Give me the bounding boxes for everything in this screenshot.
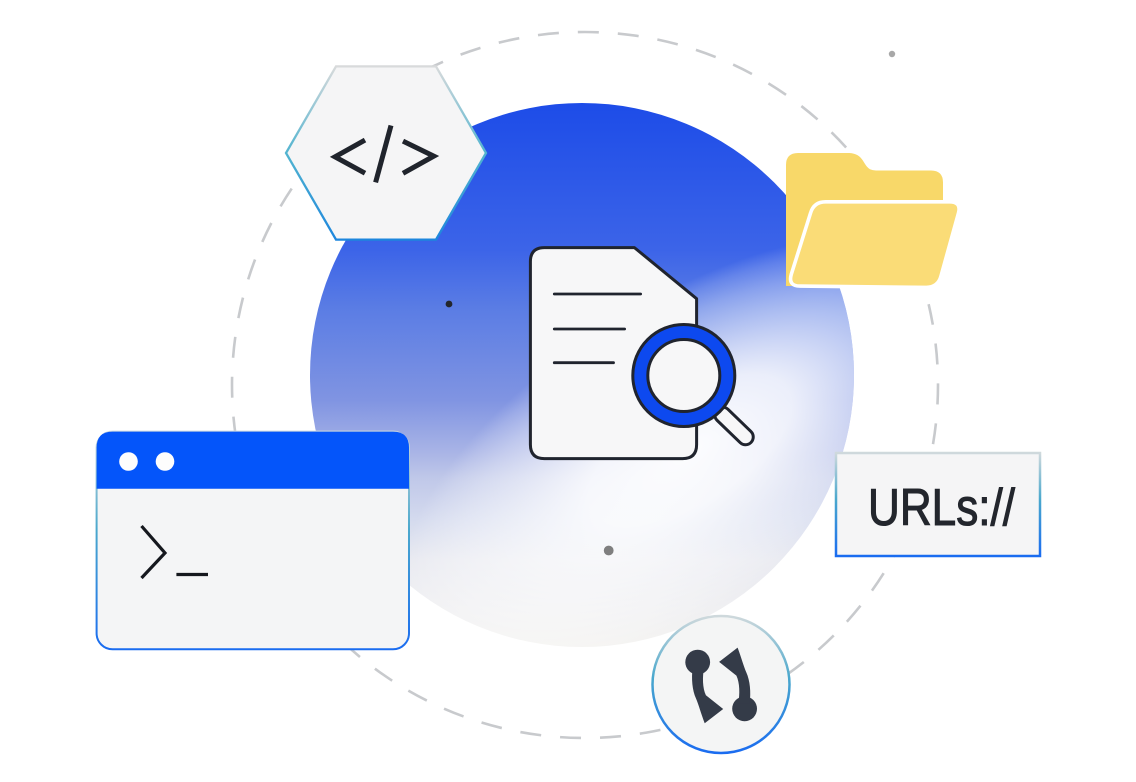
svg-text:URLs://: URLs:// [868, 479, 1015, 537]
